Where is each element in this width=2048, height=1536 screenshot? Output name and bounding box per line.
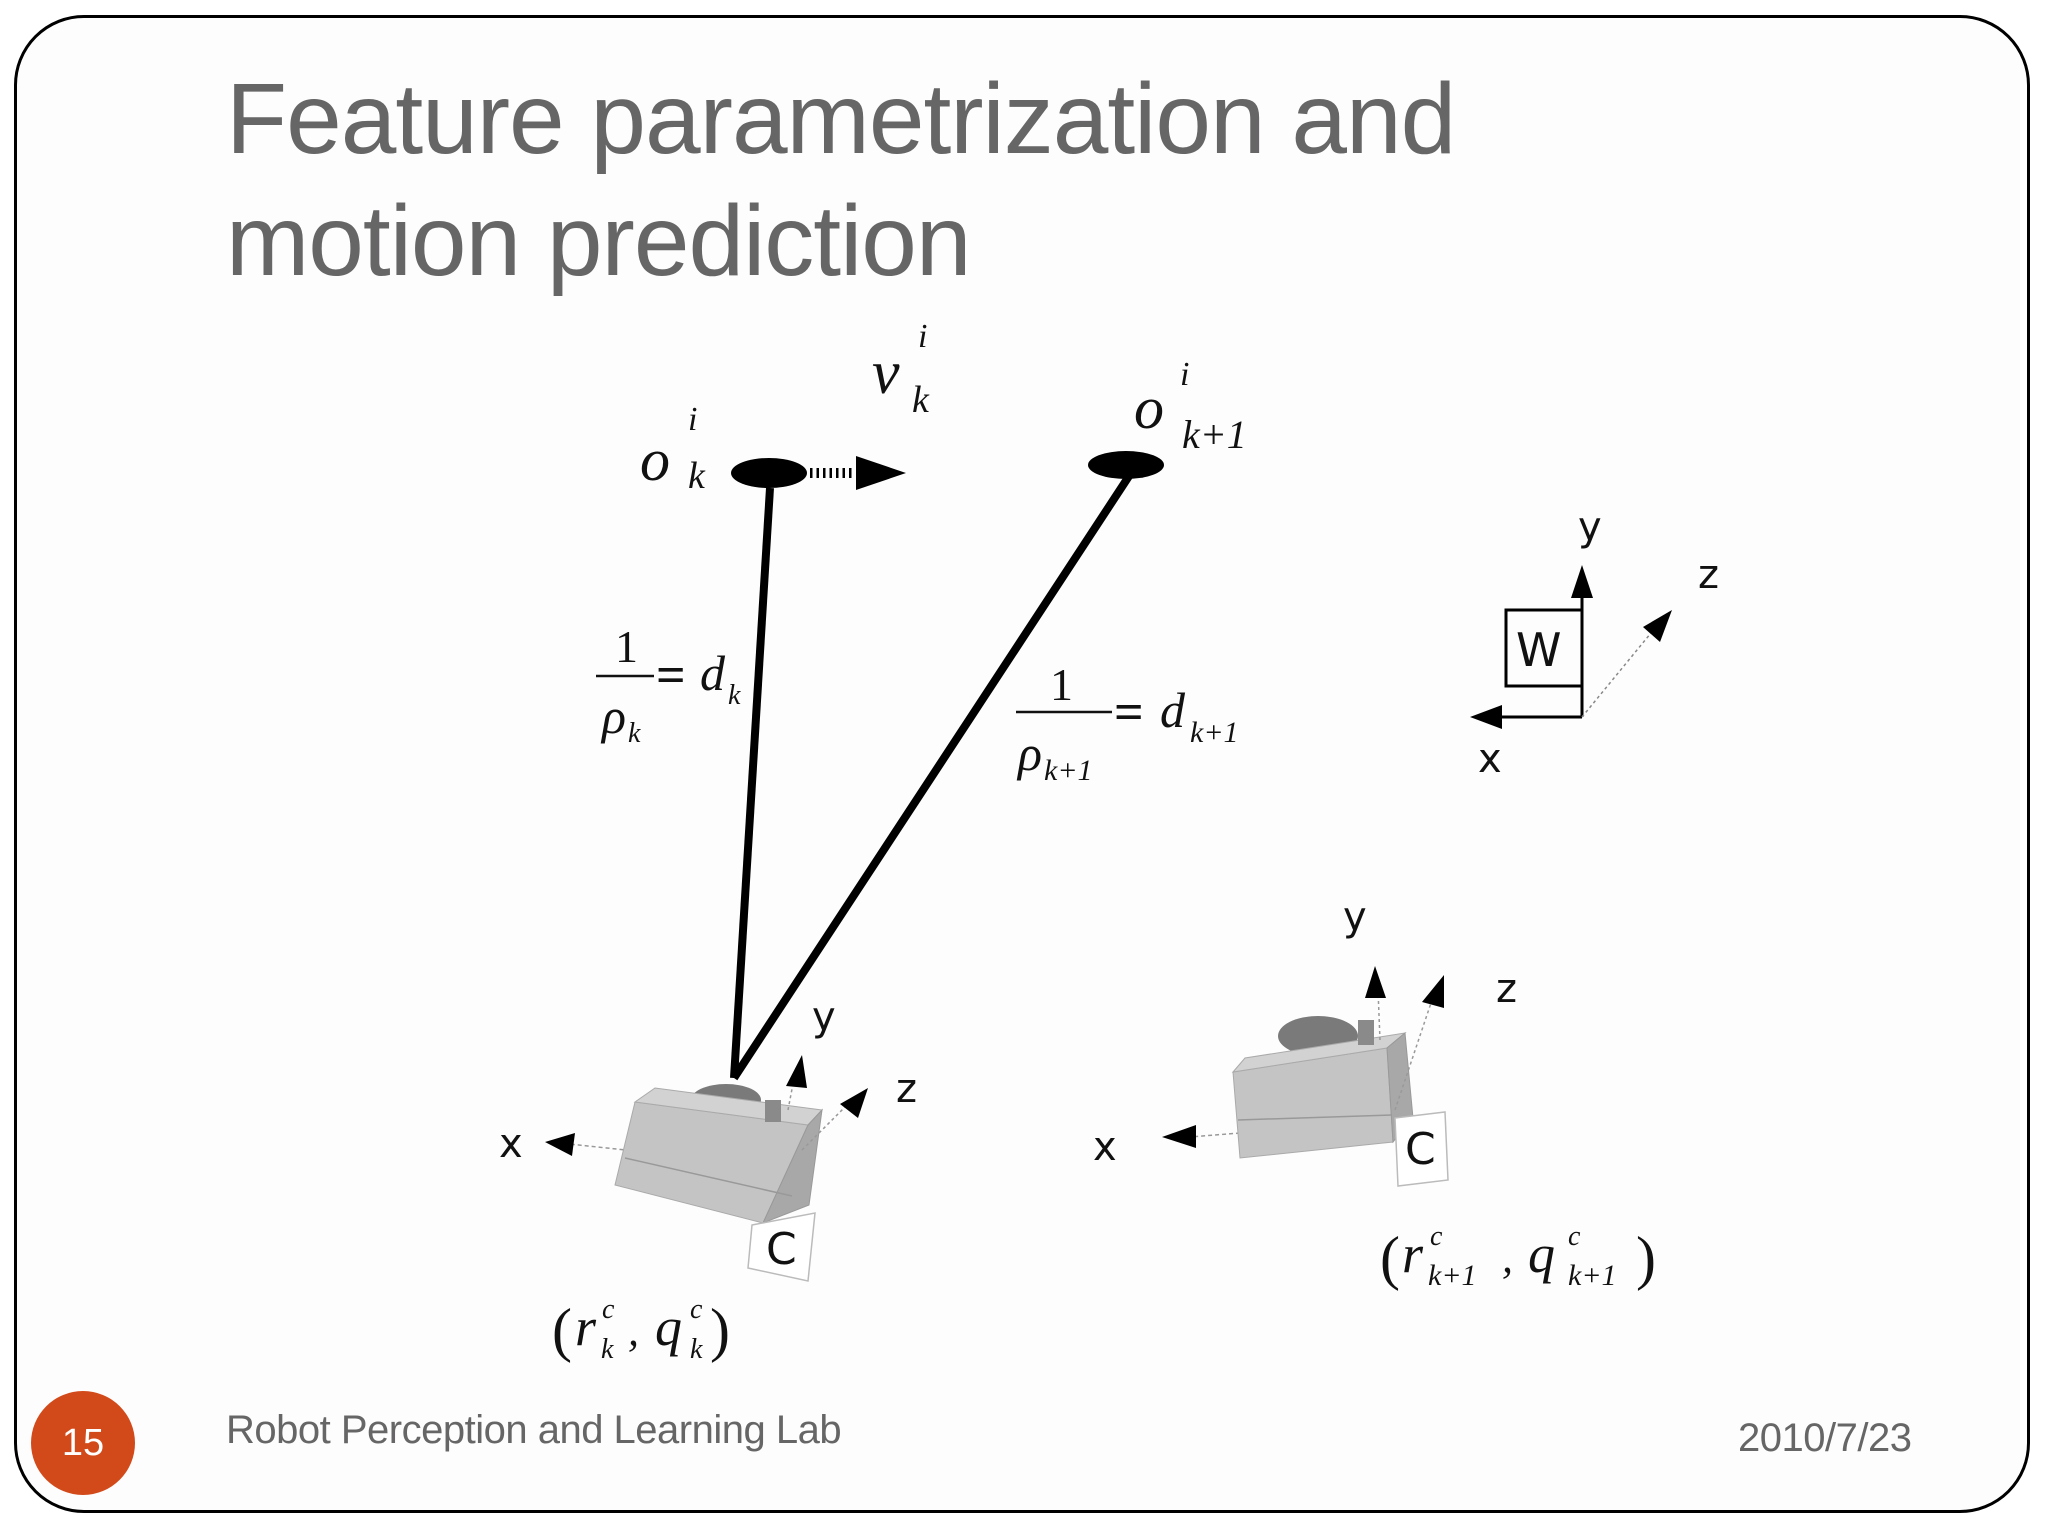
- ray-to-feature-k: [730, 487, 774, 1079]
- title-line-1: Feature parametrization and: [226, 63, 1456, 175]
- svg-text:o: o: [1134, 375, 1164, 441]
- velocity-label: v i k: [872, 318, 930, 421]
- svg-text:C: C: [1405, 1124, 1436, 1175]
- svg-text:c: c: [1430, 1221, 1443, 1252]
- svg-text:z: z: [1496, 966, 1517, 1012]
- world-x-arrow-icon: [1470, 705, 1502, 729]
- svg-text:(: (: [1380, 1225, 1400, 1291]
- camera-k1-x-arrow-icon: [1162, 1125, 1196, 1148]
- svg-text:,: ,: [1502, 1233, 1513, 1282]
- camera-k1-pose: ( r c k+1 , q c k+1 ): [1380, 1221, 1656, 1292]
- svg-text:(: (: [552, 1297, 572, 1363]
- slide-title: Feature parametrization and motion predi…: [226, 58, 1826, 302]
- footer-date: 2010/7/23: [1738, 1416, 1912, 1460]
- svg-text:k+1: k+1: [1190, 716, 1239, 749]
- camera-k-y-arrow-icon: [786, 1055, 807, 1088]
- svg-text:d: d: [1160, 682, 1186, 738]
- svg-text:y: y: [1578, 504, 1602, 550]
- feature-k-label: o i k: [640, 401, 706, 497]
- feature-point-k1: [1088, 451, 1164, 479]
- svg-text:q: q: [655, 1297, 682, 1357]
- svg-text:y: y: [812, 994, 836, 1040]
- svg-text:k: k: [628, 718, 641, 749]
- svg-text:o: o: [640, 427, 670, 493]
- camera-k-x-arrow-icon: [545, 1133, 575, 1156]
- svg-text:k+1: k+1: [1044, 754, 1093, 787]
- ray-to-feature-k1: [730, 467, 1137, 1081]
- svg-text:d: d: [700, 645, 726, 701]
- svg-text:c: c: [690, 1294, 703, 1325]
- velocity-arrow: [810, 456, 906, 490]
- svg-text:W: W: [1516, 623, 1561, 677]
- svg-text:k: k: [601, 1334, 614, 1365]
- svg-text:v: v: [872, 339, 900, 407]
- svg-text:y: y: [1343, 894, 1367, 940]
- feature-k1-label: o i k+1: [1134, 356, 1247, 457]
- svg-text:i: i: [1180, 356, 1189, 393]
- svg-text:ρ: ρ: [600, 688, 626, 744]
- svg-text:C: C: [766, 1224, 797, 1275]
- svg-text:=: =: [656, 647, 686, 704]
- svg-text:r: r: [1402, 1224, 1424, 1284]
- camera-k: C x y z: [499, 994, 917, 1282]
- svg-text:ρ: ρ: [1016, 725, 1042, 781]
- svg-text:1: 1: [1050, 659, 1073, 710]
- slide-number-badge: 15: [31, 1391, 135, 1495]
- svg-text:k: k: [728, 680, 741, 711]
- svg-text:=: =: [1114, 684, 1144, 741]
- svg-text:k+1: k+1: [1568, 1259, 1617, 1292]
- svg-text:q: q: [1528, 1224, 1555, 1284]
- slide-frame: [14, 15, 2030, 1513]
- feature-point-k: [731, 458, 807, 488]
- svg-text:z: z: [1698, 552, 1719, 598]
- camera-k1: C x y z: [1093, 894, 1517, 1187]
- svg-text:,: ,: [628, 1306, 639, 1355]
- svg-text:k+1: k+1: [1182, 412, 1247, 457]
- svg-text:c: c: [1568, 1221, 1581, 1252]
- svg-text:): ): [1636, 1225, 1656, 1291]
- svg-text:i: i: [918, 318, 927, 355]
- title-line-2: motion prediction: [226, 185, 972, 297]
- svg-text:): ): [710, 1297, 730, 1363]
- footer-lab-name: Robot Perception and Learning Lab: [226, 1408, 842, 1452]
- svg-text:r: r: [575, 1297, 597, 1357]
- world-z-arrow-icon: [1643, 610, 1672, 642]
- camera-k-pose: ( r c k , q c k ): [552, 1294, 730, 1365]
- svg-text:c: c: [602, 1294, 615, 1325]
- inverse-depth-k1: 1 ρ k+1 = d k+1: [1016, 659, 1239, 787]
- world-frame: W y x z: [1470, 504, 1719, 782]
- svg-text:k: k: [690, 1334, 703, 1365]
- svg-text:k: k: [688, 455, 706, 497]
- svg-text:x: x: [1478, 736, 1502, 782]
- camera-k1-z-arrow-icon: [1422, 975, 1444, 1008]
- svg-text:1: 1: [615, 621, 638, 672]
- svg-text:z: z: [896, 1066, 917, 1112]
- svg-text:i: i: [688, 401, 697, 438]
- svg-text:k: k: [912, 379, 930, 421]
- inverse-depth-k: 1 ρ k = d k: [596, 621, 741, 749]
- svg-text:k+1: k+1: [1428, 1259, 1477, 1292]
- svg-text:x: x: [499, 1121, 523, 1167]
- camera-k1-y-arrow-icon: [1365, 966, 1386, 998]
- svg-text:x: x: [1093, 1124, 1117, 1170]
- camera-k-z-arrow-icon: [840, 1088, 868, 1118]
- world-y-arrow-icon: [1571, 565, 1593, 598]
